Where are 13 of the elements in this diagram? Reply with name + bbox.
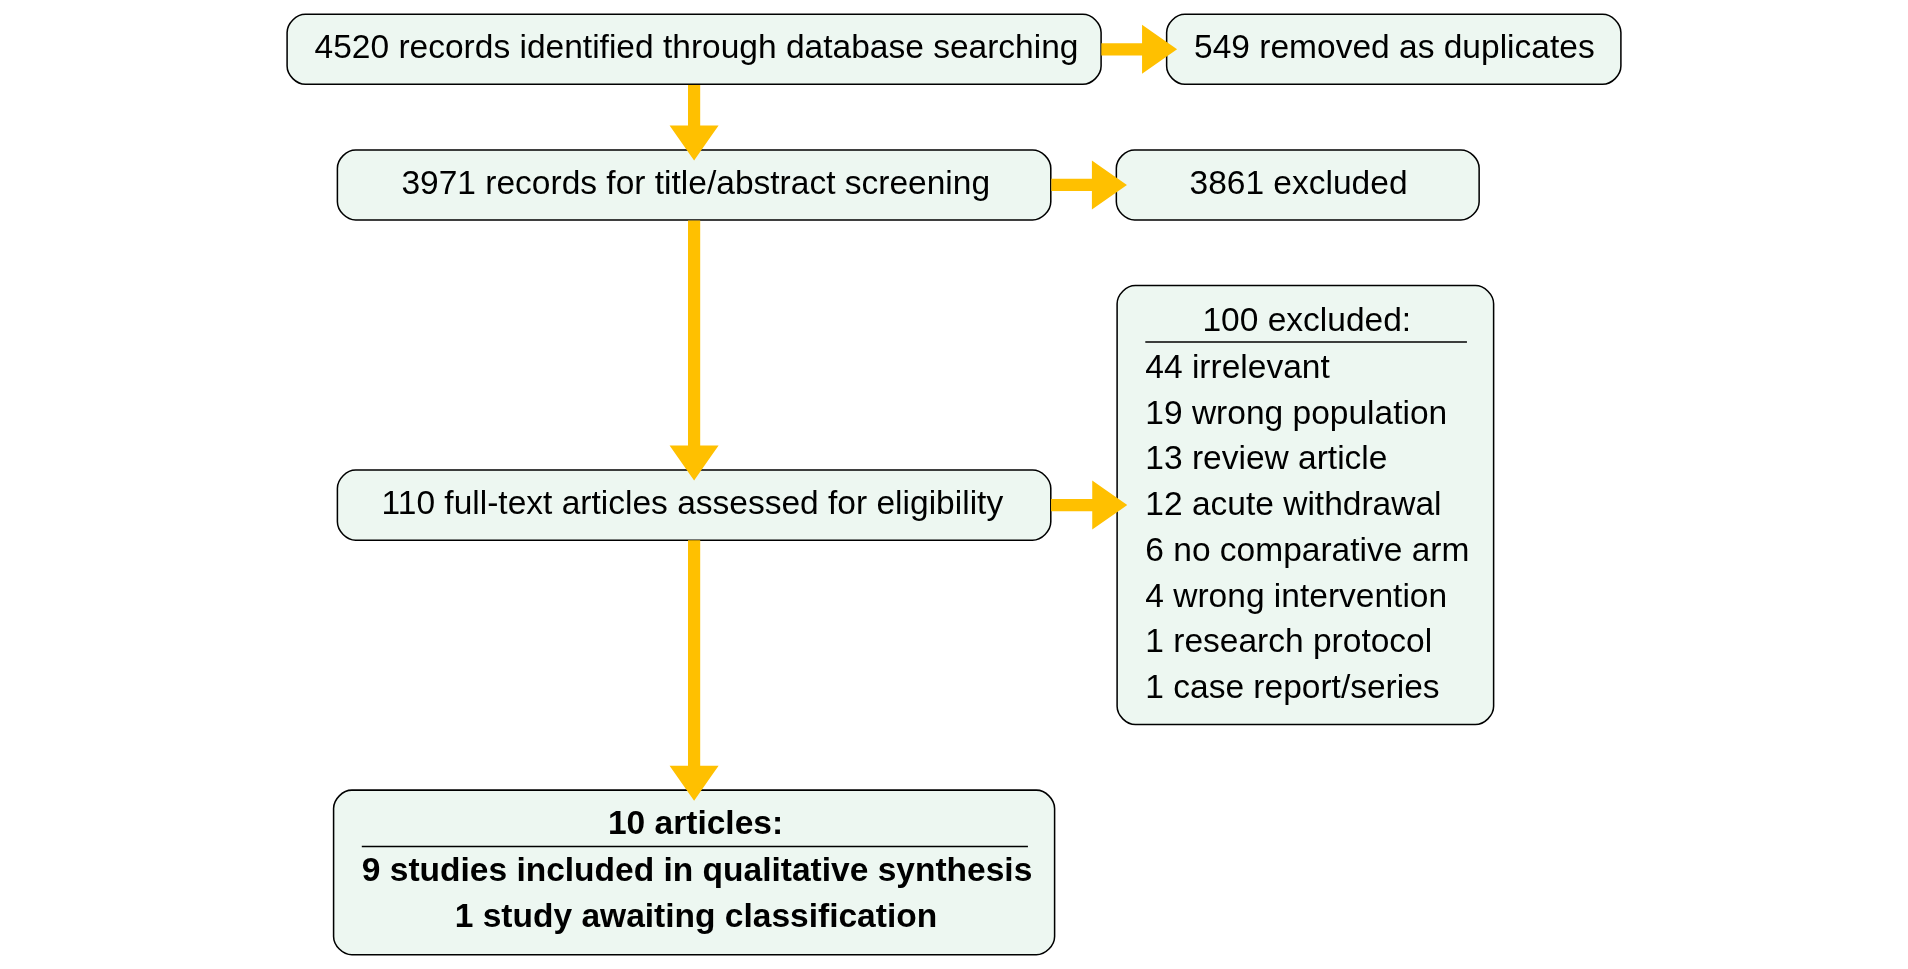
arrow bbox=[669, 84, 719, 161]
node-box: 3971 records for title/abstract screening bbox=[336, 149, 1052, 221]
arrow bbox=[669, 540, 719, 801]
node-box: 3861 excluded bbox=[1115, 149, 1480, 221]
node-box: 10 articles: 9 studies included in qualitative synthesis 1 study awaiting classification bbox=[332, 789, 1056, 956]
arrow bbox=[1051, 160, 1127, 210]
arrow bbox=[669, 220, 719, 481]
arrow bbox=[1051, 480, 1128, 530]
node-box: 100 excluded: 44 irrelevant 19 wrong population 13 review article 12 acute withdrawal 6 no comparative arm 4 wrong intervention 1 research protocol 1 case report/series bbox=[1116, 284, 1495, 726]
node-box: 4520 records identified through database searching bbox=[286, 13, 1102, 86]
arrow bbox=[1101, 24, 1178, 74]
node-box: 549 removed as duplicates bbox=[1165, 13, 1622, 86]
node-box: 110 full-text articles assessed for eligibility bbox=[336, 469, 1052, 541]
